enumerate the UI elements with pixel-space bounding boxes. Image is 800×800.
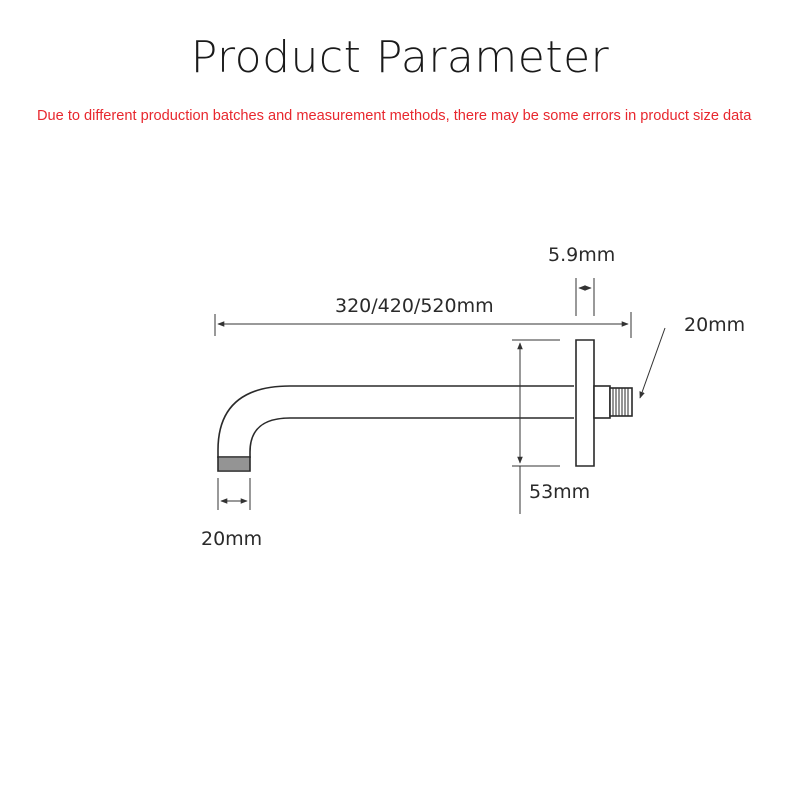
- outlet-thread-diameter-label: 20mm: [201, 528, 263, 550]
- wall-thread-leader: [639, 327, 666, 399]
- shower-arm-body: [217, 385, 574, 458]
- flange-thickness-label: 5.9mm: [548, 244, 616, 266]
- outlet-diameter-dimension: [217, 478, 251, 510]
- outlet-thread: [217, 456, 251, 472]
- wall-thread: [593, 385, 633, 419]
- flange-diameter-label: 53mm: [529, 481, 591, 503]
- length-dimension: [214, 312, 632, 338]
- flange-diameter-dimension: [512, 339, 560, 514]
- arm-outer-edge: [217, 385, 574, 458]
- arm-length-label: 320/420/520mm: [335, 295, 494, 317]
- flange-thickness-dimension: [575, 278, 595, 316]
- wall-thread-diameter-label: 20mm: [684, 314, 746, 336]
- page-title: Product Parameter: [190, 32, 610, 83]
- arm-inner-edge: [249, 417, 574, 458]
- wall-flange: [575, 339, 595, 467]
- size-disclaimer: Due to different production batches and …: [37, 108, 752, 124]
